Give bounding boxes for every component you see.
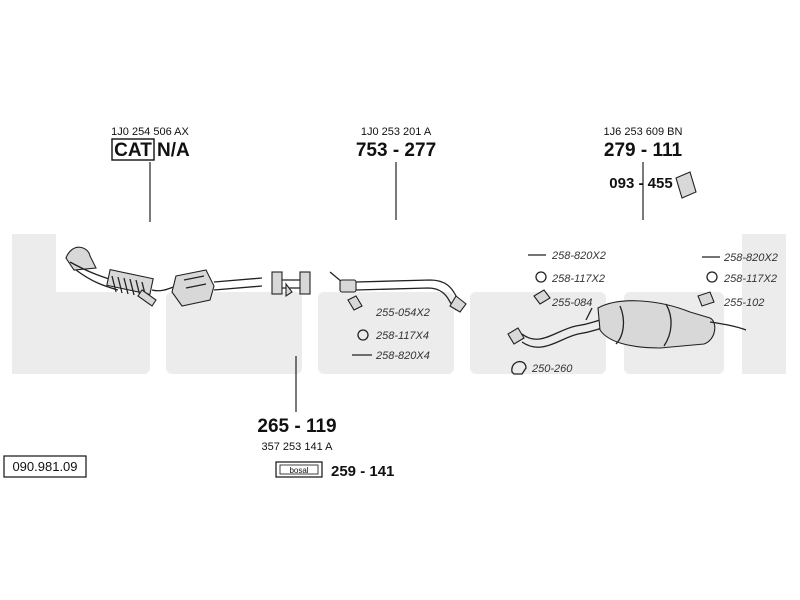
lower-oem-number: 357 253 141 A bbox=[262, 441, 334, 453]
kit-box-brand: bosal bbox=[289, 466, 308, 475]
cat-tag: CAT bbox=[114, 140, 152, 161]
clamp-assembly bbox=[271, 271, 311, 298]
front-part-number: N/A bbox=[157, 140, 190, 161]
diagram-code: 090.981.09 bbox=[12, 459, 77, 474]
leader-lines bbox=[149, 162, 644, 412]
bracket-icon bbox=[533, 289, 551, 305]
small-part-3: 258-820X4 bbox=[375, 350, 430, 362]
gasket-icon bbox=[535, 271, 547, 283]
middle-oem-number: 1J0 253 201 A bbox=[361, 126, 432, 138]
cat-box bbox=[111, 138, 155, 161]
small-part-4: 258-820X2 bbox=[551, 250, 606, 262]
small-part-6: 255-084 bbox=[551, 297, 592, 309]
diagram-code-box bbox=[3, 455, 87, 478]
small-part-5: 258-117X2 bbox=[551, 273, 605, 285]
kit-part-number: 259 - 141 bbox=[331, 463, 394, 480]
rear-muffler bbox=[507, 300, 747, 349]
small-part-1: 255-054X2 bbox=[375, 307, 430, 319]
clamp-icon bbox=[347, 295, 363, 311]
middle-part-number: 753 - 277 bbox=[356, 140, 436, 161]
small-part-2: 258-117X4 bbox=[375, 330, 429, 342]
hanger-icon bbox=[511, 361, 527, 375]
small-part-9: 258-117X2 bbox=[723, 273, 777, 285]
small-part-8: 258-820X2 bbox=[723, 252, 778, 264]
front-oem-number: 1J0 254 506 AX bbox=[111, 126, 189, 138]
lower-part-number: 265 - 119 bbox=[257, 416, 336, 437]
middle-pipe bbox=[329, 271, 467, 313]
hardware-symbols bbox=[347, 171, 720, 375]
gasket-icon bbox=[357, 329, 369, 341]
rear-part-number: 279 - 111 bbox=[604, 140, 683, 161]
small-part-10: 255-102 bbox=[723, 297, 764, 309]
rear-oem-number: 1J6 253 609 BN bbox=[604, 126, 683, 138]
mount-part-number: 093 - 455 bbox=[609, 175, 672, 192]
front-pipe-assembly bbox=[65, 246, 263, 307]
gasket-icon bbox=[706, 271, 718, 283]
bracket-icon bbox=[697, 291, 715, 307]
small-part-7: 250-260 bbox=[531, 363, 573, 375]
mounting-rubber-icon bbox=[675, 171, 697, 199]
